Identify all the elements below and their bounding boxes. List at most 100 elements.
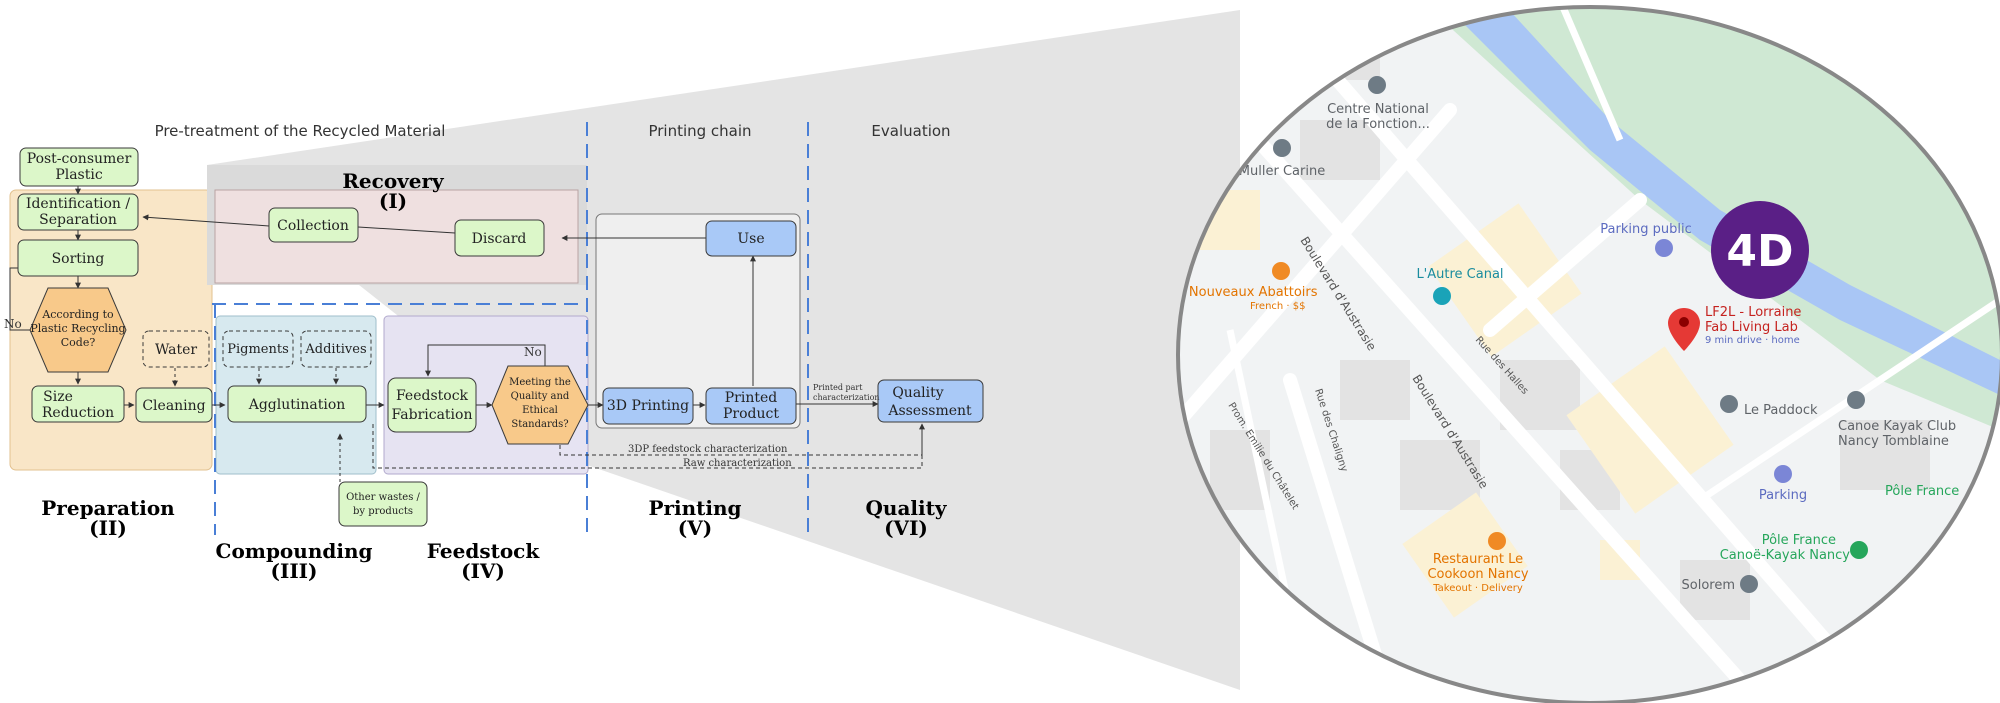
label-code-3: Code? [61,336,96,349]
label-use: Use [737,231,764,247]
label-other-wastes-2: by products [353,506,413,517]
node-printed-product [705,387,797,425]
node-feedstock-fabrication [387,377,477,433]
label-parking: Parking [1759,488,1807,503]
label-agglutination: Agglutination [248,397,346,413]
pole-france-icon [1850,541,1868,559]
node-post-consumer [19,147,139,187]
edge-collection-to-ident [142,214,270,227]
label-parking-public: Parking public [1600,222,1691,237]
node-recycling-code [29,287,127,373]
stage-number-quality: (VI) [884,516,928,540]
node-water [142,330,210,368]
lautre-canal-icon [1433,287,1451,305]
poi-icon-canoe [1847,391,1865,409]
label-quality-1: Quality [892,385,943,401]
node-cleaning [135,387,213,423]
label-pole-france-canoe-1: Pôle France [1762,533,1836,548]
label-code-1: According to [41,308,114,321]
printing-region [595,213,801,429]
stage-title-recovery: Recovery [342,169,445,193]
stage-number-printing: (V) [678,516,712,540]
node-other-wastes [338,481,428,527]
label-abattoirs-sub: French · $$ [1250,301,1306,312]
label-code-2: Plastic Recycling [30,322,125,335]
label-printed-part-2: characterization [813,393,880,402]
label-le-paddock: Le Paddock [1744,403,1818,418]
node-additives [300,330,372,368]
label-post-consumer-1: Post-consumer [27,151,132,167]
label-pole-france-canoe-2: Canoë-Kayak Nancy [1720,548,1851,563]
header-printing-chain: Printing chain [648,122,751,140]
label-lf2l-1: LF2L - Lorraine [1705,305,1801,320]
label-no-left: No [4,317,22,331]
node-pigments [222,330,294,368]
map-frame [1176,5,2000,703]
label-collection: Collection [277,218,349,234]
label-meeting-1: Meeting the [509,377,571,388]
node-discard [454,219,545,257]
label-cookoon-2: Cookoon Nancy [1427,567,1528,582]
map-river [1440,7,2000,395]
label-raw-characterization: Raw characterization [683,458,792,469]
node-identification [17,193,139,231]
4d-logo [1711,201,1809,299]
4d-logo-text: 4D [1726,226,1793,277]
label-quality-2: Assessment [887,403,972,419]
label-pigments: Pigments [227,342,289,357]
label-feedstock-fab-2: Fabrication [392,407,473,423]
node-agglutination [227,385,367,423]
node-sorting [17,239,139,277]
label-size-1: Size [43,389,73,405]
node-collection [268,207,359,243]
label-3d-printing: 3D Printing [607,398,689,414]
label-canoe-1: Canoe Kayak Club [1838,419,1956,434]
label-cookoon-sub: Takeout · Delivery [1432,583,1523,594]
stage-number-preparation: (II) [89,516,127,540]
label-centre-national-1: Centre National [1327,102,1429,117]
label-additives: Additives [304,342,366,357]
label-identification-1: Identification / [26,196,130,212]
node-3d-printing [602,387,694,425]
parking-public-icon [1655,239,1673,257]
label-sorting: Sorting [52,251,105,267]
node-quality-assessment [877,379,984,423]
label-pole-france: Pôle France [1885,484,1959,499]
parking-icon [1774,465,1792,483]
node-size-reduction [31,385,125,423]
node-use [705,220,797,257]
stage-number-recovery: (I) [379,189,407,213]
stage-title-quality: Quality [866,496,948,520]
stage-number-compounding: (III) [271,559,318,583]
label-meeting-4: Standards? [511,419,568,430]
edge-discard-to-collection [357,226,456,234]
label-muller: Muller Carine [1239,164,1325,179]
label-printed-2: Product [723,406,779,422]
label-canoe-2: Nancy Tomblaine [1838,434,1949,449]
label-discard: Discard [472,231,527,247]
edge-no-to-feedstock [425,344,546,377]
restaurant-cookoon-icon [1488,532,1506,550]
label-identification-2: Separation [39,212,117,228]
poi-icon-le-paddock [1720,395,1738,413]
stage-title-feedstock: Feedstock [427,539,541,563]
edge-no-loop [9,267,32,331]
poi-icon-solorem [1740,575,1758,593]
stage-number-feedstock: (IV) [461,559,505,583]
header-evaluation: Evaluation [871,122,950,140]
label-lf2l-sub: 9 min drive · home [1705,335,1800,346]
node-meeting-standards [491,365,589,445]
label-size-2: Reduction [42,405,114,421]
edge-raw-characterization [372,424,923,469]
label-printed-part-1: Printed part [813,383,863,392]
label-cleaning: Cleaning [142,398,205,414]
label-water: Water [155,342,197,358]
label-lf2l-2: Fab Living Lab [1705,320,1798,335]
poi-icon-muller [1273,139,1291,157]
label-lautre-canal: L'Autre Canal [1416,267,1503,282]
stage-title-printing: Printing [648,496,741,520]
label-no-top: No [524,345,542,359]
label-cookoon-1: Restaurant Le [1433,552,1523,567]
restaurant-abattoirs-icon [1272,262,1290,280]
